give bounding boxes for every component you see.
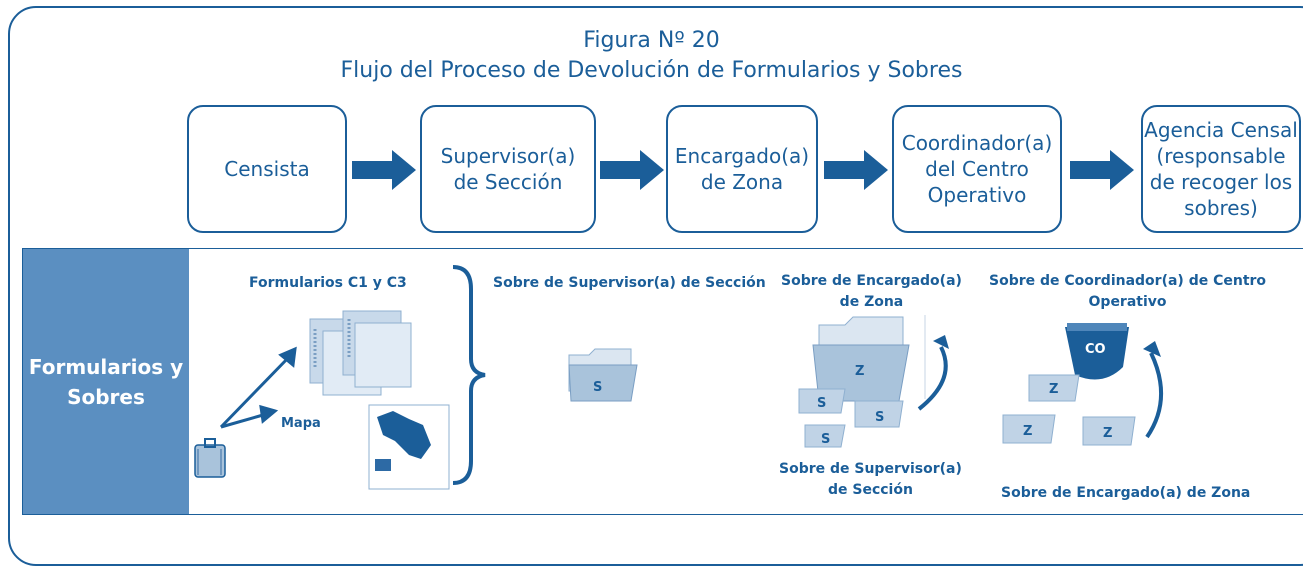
- map-icon: [368, 404, 450, 490]
- brace-icon: [452, 265, 486, 485]
- flow-arrow-icon: [824, 150, 888, 190]
- branch-arrows-icon: [219, 346, 297, 429]
- sidebar-label: Formularios y Sobres: [28, 354, 184, 409]
- folder-co-icon: [1065, 323, 1129, 380]
- folder-letter-s: S: [593, 380, 603, 395]
- forms-label: Formularios C1 y C3: [249, 275, 407, 291]
- flow-arrow-icon: [600, 150, 664, 190]
- sobre-encargado-bottom-label: Sobre de Encargado(a) de Zona: [1001, 485, 1251, 501]
- panel-illustrations: [194, 265, 1163, 490]
- folder-letter-z: Z: [1049, 382, 1059, 397]
- sobre-supervisor-bottom-label: Sobre de Supervisor(a) de Sección: [779, 461, 962, 498]
- figure-number: Figura Nº 20: [583, 28, 720, 53]
- figure-title: Figura Nº 20 Flujo del Proceso de Devolu…: [0, 26, 1303, 86]
- sobre-coordinador-label: Sobre de Coordinador(a) de Centro Operat…: [989, 273, 1267, 310]
- briefcase-icon: [194, 438, 226, 478]
- forms-stack-icon: [309, 310, 412, 396]
- flow-box-encargado: Encargado(a) de Zona: [666, 105, 818, 233]
- flow-box-coordinador: Coordinador(a) del Centro Operativo: [892, 105, 1062, 233]
- sobre-supervisor-label: Sobre de Supervisor(a) de Sección: [493, 275, 766, 291]
- folder-s-small-icon: [798, 388, 904, 448]
- curved-arrow-icon: [1145, 352, 1163, 439]
- folder-letter-z: Z: [855, 364, 865, 379]
- folder-z-small-icon: [1002, 374, 1136, 446]
- flow-box-agencia: Agencia Censal (responsable de recoger l…: [1141, 105, 1301, 233]
- folder-letter-s: S: [875, 410, 885, 425]
- folder-letter-z: Z: [1023, 424, 1033, 439]
- flow-box-supervisor: Supervisor(a) de Sección: [420, 105, 596, 233]
- curved-arrow-icon: [917, 346, 948, 411]
- sobre-encargado-top-label: Sobre de Encargado(a) de Zona: [781, 273, 962, 310]
- folder-s-icon: [568, 348, 638, 402]
- figure-caption: Flujo del Proceso de Devolución de Formu…: [340, 58, 963, 83]
- folder-letter-co: CO: [1085, 342, 1106, 357]
- folder-letter-z: Z: [1103, 426, 1113, 441]
- flow-arrow-icon: [1070, 150, 1134, 190]
- folder-letter-s: S: [821, 432, 831, 447]
- folder-z-large-icon: [812, 316, 910, 402]
- folder-letter-s: S: [817, 396, 827, 411]
- map-label: Mapa: [281, 416, 321, 431]
- flow-arrow-icon: [352, 150, 416, 190]
- forms-and-envelopes-panel: Formularios y Sobres: [22, 248, 1303, 515]
- panel-sidebar: Formularios y Sobres: [23, 249, 189, 514]
- flow-box-censista: Censista: [187, 105, 347, 233]
